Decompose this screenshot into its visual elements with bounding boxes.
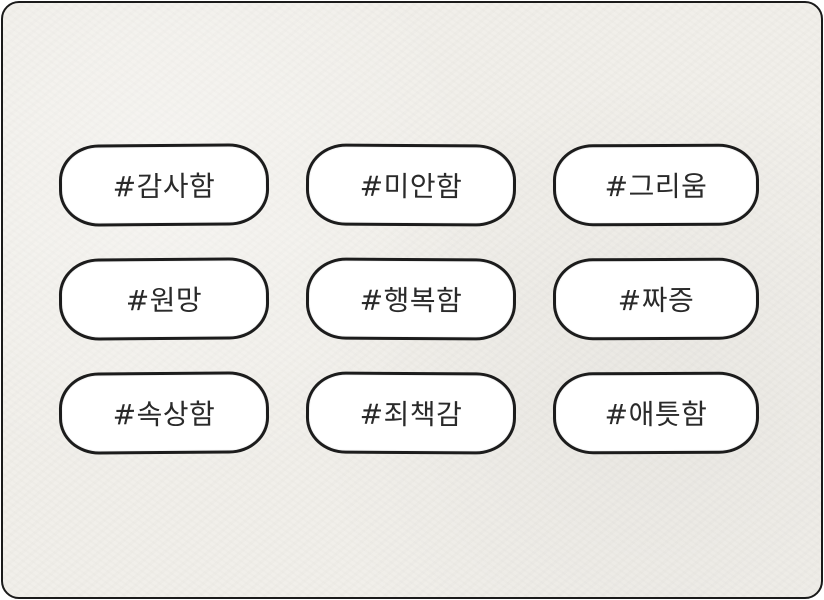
tag-label: #미안함 <box>359 169 463 204</box>
tag-label: #원망 <box>125 283 203 318</box>
tag-label: #그리움 <box>604 169 708 204</box>
tag-happiness[interactable]: #행복함 <box>305 257 517 341</box>
tag-resentment[interactable]: #원망 <box>58 257 270 341</box>
tag-label: #행복함 <box>359 283 463 318</box>
tag-annoyance[interactable]: #짜증 <box>552 257 760 341</box>
emotion-tag-grid: #감사함 #미안함 #그리움 #원망 #행복함 #짜증 #속상함 #죄책감 #애… <box>58 143 760 455</box>
tag-label: #감사함 <box>112 169 216 204</box>
tag-guilt[interactable]: #죄책감 <box>305 371 517 455</box>
tag-affection[interactable]: #애틋함 <box>552 371 760 455</box>
tag-label: #속상함 <box>112 397 216 432</box>
tag-gratitude[interactable]: #감사함 <box>58 143 270 227</box>
tag-label: #죄책감 <box>359 397 463 432</box>
tag-longing[interactable]: #그리움 <box>552 143 760 227</box>
tag-label: #애틋함 <box>604 397 708 432</box>
tag-label: #짜증 <box>617 283 695 318</box>
tag-upset[interactable]: #속상함 <box>58 371 270 455</box>
tag-sorry[interactable]: #미안함 <box>305 143 517 227</box>
